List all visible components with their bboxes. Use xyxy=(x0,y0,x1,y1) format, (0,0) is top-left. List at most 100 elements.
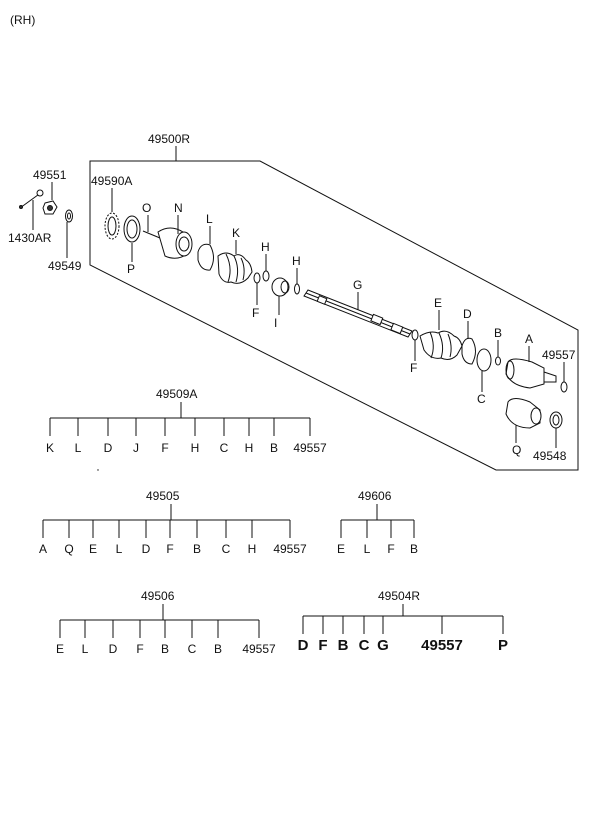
ring-49548-part xyxy=(549,411,563,429)
kit-item: L xyxy=(364,542,371,556)
washer-49557-part xyxy=(560,381,568,393)
callout-49549: 49549 xyxy=(48,259,82,273)
kit-item: L xyxy=(82,642,89,656)
kit-item: F xyxy=(387,542,394,556)
callout-F1: F xyxy=(252,306,259,320)
callout-N: N xyxy=(174,201,183,215)
callout-O: O xyxy=(142,201,151,215)
ring-b-part xyxy=(495,356,501,366)
callout-49548: 49548 xyxy=(533,449,567,463)
ring-h2-part xyxy=(294,283,300,295)
inner-joint-a-part xyxy=(505,358,557,389)
nut-part xyxy=(42,200,58,215)
kit-item: H xyxy=(191,441,200,455)
callout-L: L xyxy=(206,212,213,226)
callout-B: B xyxy=(494,326,502,340)
callout-H2: H xyxy=(292,254,301,268)
assembly-frame xyxy=(89,160,579,471)
callout-C: C xyxy=(477,392,486,406)
kit-item: B xyxy=(338,637,349,654)
kit-item: E xyxy=(337,542,345,556)
kit-item: Q xyxy=(64,542,73,556)
kit-item: D xyxy=(104,441,113,455)
kit-number: 49504R xyxy=(378,589,420,603)
side-label: (RH) xyxy=(10,13,35,27)
callout-49590A: 49590A xyxy=(91,174,132,188)
kit-item: C xyxy=(222,542,231,556)
kit-item: 49557 xyxy=(273,542,307,556)
kit-item: B xyxy=(214,642,222,656)
kit-item: H xyxy=(248,542,257,556)
kit-number: 49505 xyxy=(146,489,180,503)
kit-item: C xyxy=(359,637,370,654)
ring-f-part xyxy=(253,272,261,284)
kit-item: D xyxy=(109,642,118,656)
kit-item: B xyxy=(410,542,418,556)
kit-tree-49509A: 49509A K L D J F H C H B 49557 xyxy=(46,387,327,455)
callout-49557: 49557 xyxy=(542,348,576,362)
kit-item: F xyxy=(166,542,173,556)
callout-Q: Q xyxy=(512,443,521,457)
kit-item: L xyxy=(75,441,82,455)
kit-item: P xyxy=(498,637,508,654)
kit-item: E xyxy=(56,642,64,656)
kit-number: 49506 xyxy=(141,589,175,603)
callout-F2: F xyxy=(410,361,417,375)
band-l-part xyxy=(197,243,214,271)
tone-ring-part xyxy=(104,212,120,240)
kit-item: H xyxy=(245,441,254,455)
damper-i-part xyxy=(271,277,290,297)
kit-item: B xyxy=(270,441,278,455)
washer-part xyxy=(65,209,73,223)
bolt-part xyxy=(19,189,44,209)
stray-dot xyxy=(97,469,99,471)
callout-P: P xyxy=(127,262,135,276)
kit-item: F xyxy=(318,637,327,654)
callout-G: G xyxy=(353,278,362,292)
outer-joint-part xyxy=(142,227,193,259)
kit-item: A xyxy=(39,542,47,556)
kit-item: D xyxy=(298,637,309,654)
housing-q-part xyxy=(505,398,542,429)
kit-item: C xyxy=(188,642,197,656)
kit-item: E xyxy=(89,542,97,556)
callout-1430AR: 1430AR xyxy=(8,231,52,245)
ring-c-part xyxy=(476,348,492,372)
band-d-part xyxy=(461,337,476,365)
kit-number: 49606 xyxy=(358,489,392,503)
ring-h-part xyxy=(262,270,270,282)
kit-item: 49557 xyxy=(242,642,276,656)
ring-f2-part xyxy=(411,329,419,341)
kit-item: F xyxy=(161,441,168,455)
kit-number: 49509A xyxy=(156,387,197,401)
callout-E: E xyxy=(434,296,442,310)
kit-item: F xyxy=(136,642,143,656)
kit-item: J xyxy=(133,441,139,455)
boot-k-part xyxy=(217,252,253,284)
callout-I: I xyxy=(274,316,277,330)
callout-K: K xyxy=(232,226,240,240)
kit-item: L xyxy=(116,542,123,556)
kit-item: C xyxy=(220,441,229,455)
callout-49551: 49551 xyxy=(33,168,67,182)
callout-D: D xyxy=(463,307,472,321)
callout-A: A xyxy=(525,332,533,346)
kit-item: 49557 xyxy=(421,637,463,654)
kit-item: B xyxy=(161,642,169,656)
boot-e-part xyxy=(419,330,463,360)
kit-item: G xyxy=(377,637,389,654)
shaft-g-part xyxy=(303,289,413,338)
kit-item: K xyxy=(46,441,54,455)
assembly-number: 49500R xyxy=(148,132,190,146)
kit-item: 49557 xyxy=(293,441,327,455)
callout-H1: H xyxy=(261,240,270,254)
kit-item: D xyxy=(142,542,151,556)
kit-item: B xyxy=(193,542,201,556)
